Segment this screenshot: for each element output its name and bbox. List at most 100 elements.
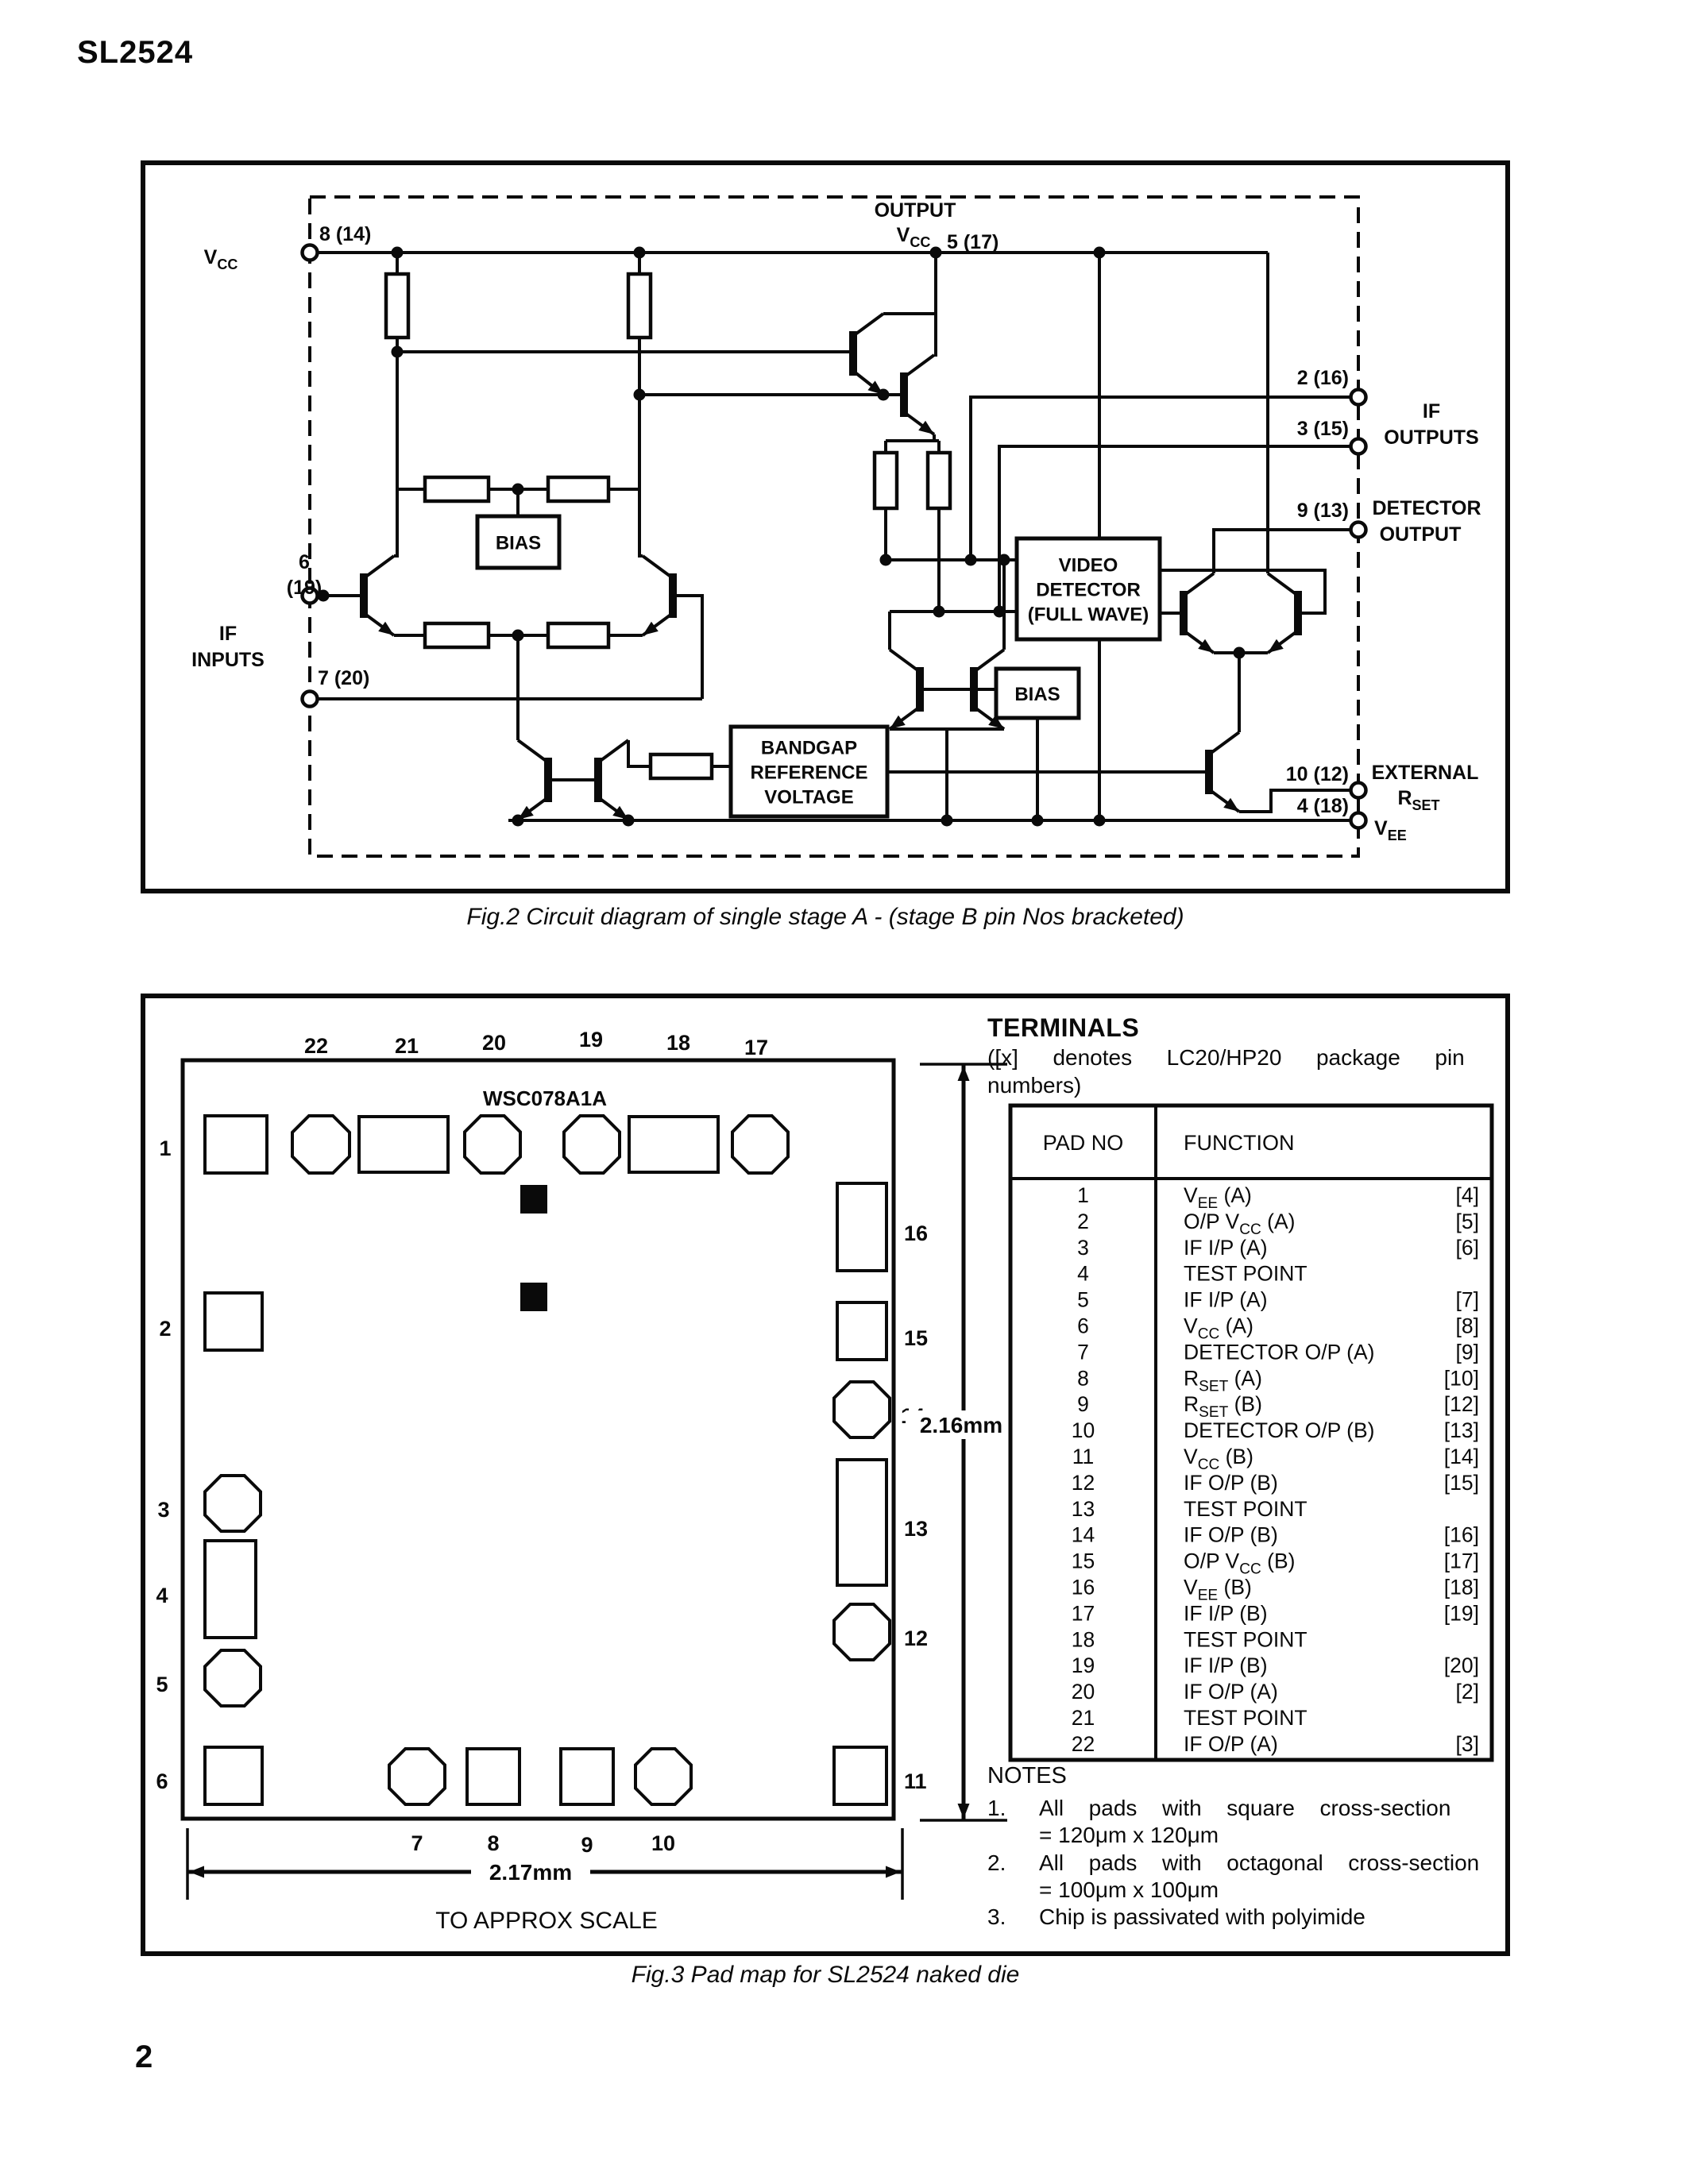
svg-text:TEST POINT: TEST POINT [1184, 1627, 1308, 1651]
svg-text:VEE (B): VEE (B) [1184, 1576, 1252, 1604]
svg-text:RSET (A): RSET (A) [1184, 1366, 1262, 1395]
svg-text:21: 21 [395, 1034, 419, 1058]
svg-text:2: 2 [1077, 1210, 1089, 1233]
svg-text:[3]: [3] [1456, 1732, 1479, 1756]
svg-text:DETECTOR: DETECTOR [1372, 497, 1481, 519]
svg-text:[2]: [2] [1456, 1680, 1479, 1704]
notes-title: NOTES [987, 1763, 1067, 1788]
svg-text:4: 4 [1077, 1262, 1089, 1286]
pin-9-13 [1349, 520, 1368, 539]
svg-text:DETECTOR O/P (A): DETECTOR O/P (A) [1184, 1340, 1375, 1364]
svg-text:OUTPUT: OUTPUT [1380, 523, 1462, 546]
svg-text:10: 10 [1072, 1418, 1095, 1442]
svg-text:BIAS: BIAS [496, 533, 541, 554]
svg-text:REFERENCE: REFERENCE [750, 762, 867, 784]
svg-text:6: 6 [156, 1769, 168, 1793]
svg-text:RSET (B): RSET (B) [1184, 1392, 1262, 1421]
die-pad-9 [559, 1747, 615, 1806]
svg-text:VEE (A): VEE (A) [1184, 1183, 1252, 1212]
svg-text:TEST POINT: TEST POINT [1184, 1706, 1308, 1730]
page-title: SL2524 [77, 35, 194, 70]
die-pad-13 [836, 1458, 888, 1587]
svg-text:7: 7 [411, 1831, 423, 1855]
svg-text:VCC: VCC [897, 224, 931, 250]
svg-text:RSET: RSET [1397, 787, 1439, 813]
bias-2-box: BIAS [994, 666, 1081, 720]
svg-text:OUTPUTS: OUTPUTS [1384, 426, 1478, 449]
svg-text:11: 11 [904, 1769, 927, 1793]
svg-text:17: 17 [1072, 1601, 1095, 1625]
svg-text:1: 1 [1077, 1183, 1089, 1207]
svg-text:[9]: [9] [1456, 1340, 1479, 1364]
svg-text:11: 11 [1072, 1445, 1095, 1468]
bias-1-box: BIAS [475, 514, 562, 570]
note-2-line-2: = 100μm x 100μm [1039, 1877, 1219, 1902]
page-number: 2 [135, 2039, 153, 2074]
svg-text:FUNCTION: FUNCTION [1184, 1131, 1294, 1155]
svg-text:[13]: [13] [1444, 1418, 1479, 1442]
note-1-line-1: All pads with square cross-section [1039, 1796, 1451, 1820]
die-pad-2 [203, 1291, 264, 1352]
svg-text:IF O/P (B): IF O/P (B) [1184, 1471, 1278, 1495]
svg-text:IF I/P (A): IF I/P (A) [1184, 1236, 1268, 1260]
svg-text:16: 16 [904, 1221, 928, 1245]
pin-7-20 [300, 689, 319, 708]
svg-text:3: 3 [1077, 1236, 1089, 1260]
svg-text:[8]: [8] [1456, 1314, 1479, 1338]
svg-text:TEST POINT: TEST POINT [1184, 1262, 1308, 1286]
terminals-row-10: 10 DETECTOR O/P (B) [13] [1072, 1418, 1479, 1442]
svg-text:5 (17): 5 (17) [947, 231, 999, 253]
svg-text:INPUTS: INPUTS [191, 649, 265, 671]
svg-text:[12]: [12] [1444, 1392, 1479, 1416]
svg-text:[18]: [18] [1444, 1576, 1479, 1599]
die-pad-21 [357, 1115, 450, 1174]
svg-text:2.16mm: 2.16mm [920, 1413, 1002, 1437]
die-pad-6 [203, 1746, 264, 1806]
svg-text:8: 8 [1077, 1366, 1089, 1390]
svg-text:20: 20 [482, 1031, 506, 1055]
svg-text:5: 5 [156, 1673, 168, 1696]
svg-text:O/P VCC (A): O/P VCC (A) [1184, 1210, 1295, 1238]
svg-text:6: 6 [1077, 1314, 1089, 1338]
die-pad-1 [203, 1114, 268, 1175]
svg-text:17: 17 [744, 1036, 768, 1059]
svg-text:DETECTOR O/P (B): DETECTOR O/P (B) [1184, 1418, 1375, 1442]
die-pad-7 [388, 1747, 446, 1806]
svg-text:3 (15): 3 (15) [1297, 418, 1349, 440]
svg-text:[7]: [7] [1456, 1288, 1479, 1312]
terminals-row-13: 13 TEST POINT [1072, 1497, 1308, 1521]
svg-text:10: 10 [651, 1831, 675, 1855]
terminals-row-6: 6 VCC (A) [8] [1077, 1314, 1479, 1343]
die-pad-19 [562, 1114, 621, 1175]
svg-text:2 (16): 2 (16) [1297, 367, 1349, 389]
fig2-caption: Fig.2 Circuit diagram of single stage A … [466, 904, 1184, 930]
terminals-subtitle-line1: ([x] denotes LC20/HP20 package pin [987, 1045, 1465, 1070]
note-1-line-2: = 120μm x 120μm [1039, 1823, 1219, 1847]
pin-3-15 [1349, 437, 1368, 456]
svg-text:OUTPUT: OUTPUT [875, 199, 956, 222]
svg-text:IF I/P (B): IF I/P (B) [1184, 1601, 1268, 1625]
svg-text:13: 13 [1072, 1497, 1095, 1521]
svg-text:9 (13): 9 (13) [1297, 500, 1349, 522]
svg-text:TEST POINT: TEST POINT [1184, 1497, 1308, 1521]
svg-text:IF I/P (B): IF I/P (B) [1184, 1653, 1268, 1677]
svg-text:VOLTAGE: VOLTAGE [764, 787, 853, 808]
svg-text:IF I/P (A): IF I/P (A) [1184, 1288, 1268, 1312]
svg-text:19: 19 [1072, 1653, 1095, 1677]
note-3-line-1: Chip is passivated with polyimide [1039, 1904, 1365, 1929]
die-pad-15 [836, 1301, 888, 1361]
die-pad-16 [836, 1182, 888, 1272]
svg-text:VCC (A): VCC (A) [1184, 1314, 1253, 1343]
svg-text:IF O/P (A): IF O/P (A) [1184, 1680, 1278, 1704]
pin-8-14 [300, 243, 319, 262]
die-pad-4 [203, 1539, 257, 1639]
fig3-pad-map: WSC078A1A2221201918171234567891016151413… [141, 994, 1510, 1956]
svg-text:10 (12): 10 (12) [1286, 763, 1349, 785]
note-1-number: 1. [987, 1796, 1006, 1820]
